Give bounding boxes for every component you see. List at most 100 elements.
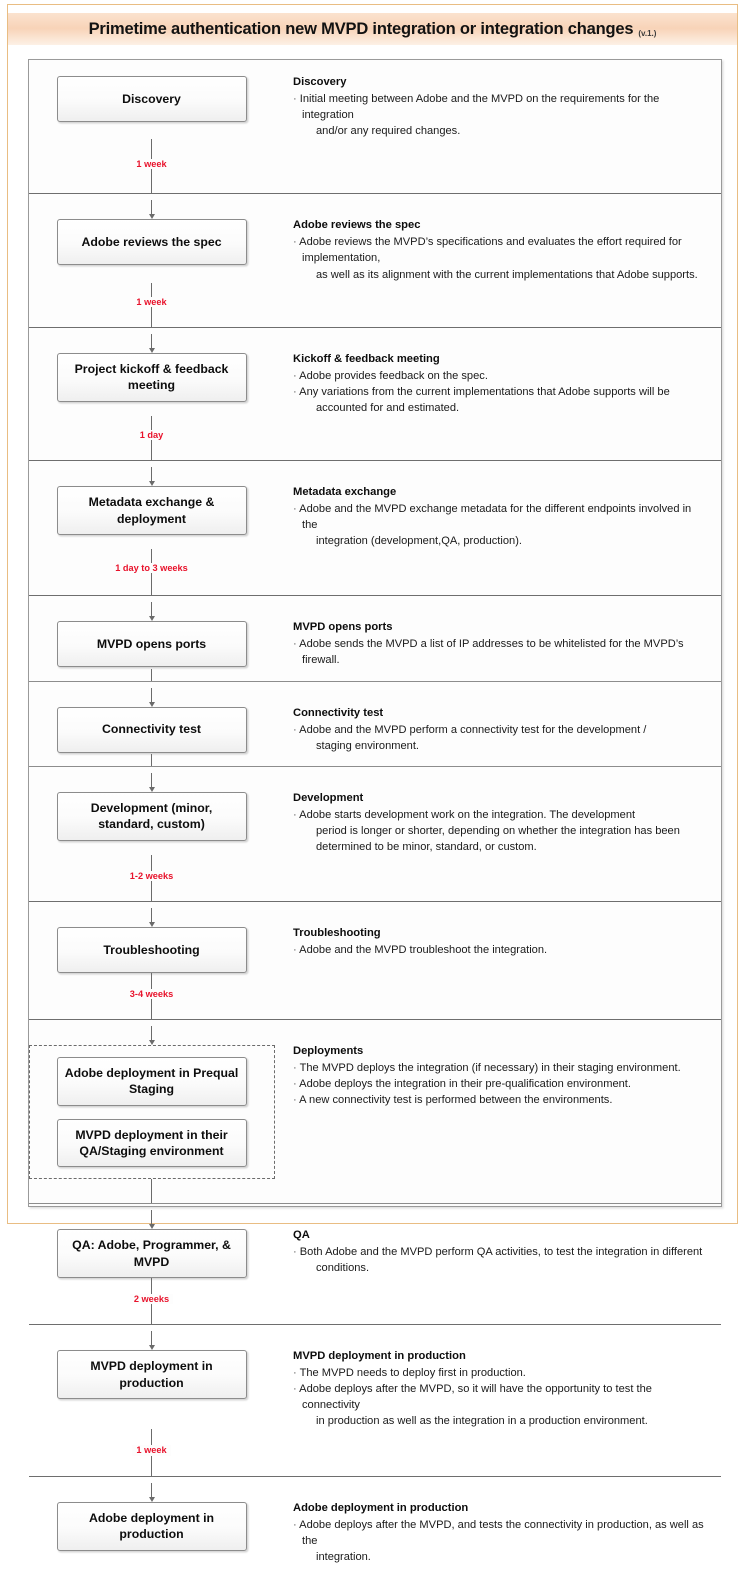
- stage-description: Connectivity test· Adobe and the MVPD pe…: [274, 707, 721, 754]
- stage-row: Project kickoff & feedback meeting Kickof…: [29, 352, 721, 416]
- arrowhead-icon: [148, 1040, 155, 1046]
- process-box[interactable]: MVPD deployment in production: [56, 1350, 247, 1400]
- stage-description-continuation: and/or any required changes.: [316, 125, 461, 138]
- stage-row: QA: Adobe, Programmer, & MVPD QA· Both Ad…: [29, 1229, 721, 1279]
- bullet-icon: ·: [293, 1383, 300, 1396]
- arrowhead-icon: [148, 922, 155, 928]
- bullet-icon: ·: [293, 1094, 300, 1107]
- process-box[interactable]: Adobe deployment in Prequal Staging: [56, 1057, 247, 1106]
- connector-line: [150, 169, 153, 178]
- process-box[interactable]: Adobe reviews the spec: [56, 219, 247, 266]
- stage-description: Adobe reviews the spec · Adobe reviews th…: [274, 219, 721, 282]
- incoming-arrow: [29, 461, 274, 487]
- diagram-page: Primetime authentication new MVPD integr…: [7, 4, 738, 1563]
- stage-description-title: Adobe reviews the spec: [293, 219, 421, 232]
- flow-section: MVPD opens ports MVPD opens ports · Adobe …: [29, 596, 721, 682]
- connector-line: [150, 753, 153, 766]
- flowchart-container: Discovery Discovery· Initial meeting betw…: [28, 59, 722, 1563]
- bullet-icon: ·: [293, 1062, 300, 1075]
- connector-line: [150, 306, 153, 313]
- flow-section: Metadata exchange & deployment Metadata e…: [29, 461, 721, 597]
- stage-description: Development· Adobe starts development wo…: [274, 792, 721, 855]
- connector-line: [150, 881, 153, 888]
- flow-connector: 1 week: [29, 282, 274, 313]
- stage-description-item: · Both Adobe and the MVPD perform QA act…: [293, 1244, 707, 1276]
- connector-line: [150, 333, 153, 348]
- connector-line: [150, 573, 153, 580]
- version-tag: (v.1.): [638, 28, 657, 38]
- connector-line: [150, 1331, 153, 1346]
- stage-description-title: Kickoff & feedback meeting: [293, 352, 440, 365]
- connector-line: [150, 1461, 153, 1476]
- connector-tail: [29, 446, 274, 461]
- process-box[interactable]: Discovery: [56, 76, 247, 122]
- title-bar: Primetime authentication new MVPD integr…: [8, 13, 737, 45]
- connector-line: [150, 1026, 153, 1041]
- connector-line: [150, 579, 153, 596]
- duration-label: 1 week: [132, 159, 171, 170]
- process-box[interactable]: Development (minor, standard, custom): [56, 791, 247, 841]
- arrowhead-icon: [148, 214, 155, 220]
- stage-description-item: · Any variations from the current implem…: [293, 384, 707, 416]
- bullet-icon: ·: [293, 385, 300, 398]
- flow-connector: 1 day to 3 weeks: [29, 549, 274, 580]
- page-title: Primetime authentication new MVPD integr…: [88, 19, 634, 38]
- connector-line: [150, 1005, 153, 1020]
- connector-tail: [29, 1461, 274, 1476]
- stage-description-item: · Adobe and the MVPD troubleshoot the in…: [293, 944, 548, 957]
- stage-description-item: · Adobe sends the MVPD a list of IP addr…: [293, 638, 684, 667]
- stage-description-item: · Adobe deploys after the MVPD, so it wi…: [293, 1381, 707, 1429]
- process-box[interactable]: Troubleshooting: [56, 927, 247, 974]
- connector-line: [150, 772, 153, 787]
- duration-label: 1 day to 3 weeks: [111, 563, 192, 574]
- process-box[interactable]: Metadata exchange & deployment: [56, 486, 247, 536]
- arrowhead-icon: [148, 701, 155, 707]
- stage-description-continuation: integration.: [316, 1550, 371, 1563]
- stage-description-continuation: as well as its alignment with the curren…: [316, 268, 698, 281]
- process-box[interactable]: MVPD deployment in their QA/Staging envi…: [56, 1118, 247, 1168]
- stage-row: Connectivity test Connectivity test· Adob…: [29, 706, 721, 754]
- stage-description-title: Metadata exchange: [293, 486, 397, 499]
- stage-box-column: Troubleshooting: [29, 927, 274, 974]
- stage-description-item: · Adobe reviews the MVPD’s specification…: [293, 234, 707, 282]
- flow-section: Project kickoff & feedback meeting Kickof…: [29, 328, 721, 462]
- process-box[interactable]: Adobe deployment in production: [56, 1501, 247, 1551]
- flow-section: Discovery Discovery· Initial meeting betw…: [29, 60, 721, 195]
- connector-line: [150, 1210, 153, 1225]
- stage-description: MVPD opens ports · Adobe sends the MVPD a…: [274, 621, 721, 668]
- stage-description: Discovery· Initial meeting between Adobe…: [274, 76, 721, 139]
- connector-tail: [29, 753, 274, 766]
- bullet-icon: ·: [293, 236, 300, 249]
- process-box[interactable]: MVPD opens ports: [56, 621, 247, 668]
- connector-tail: [29, 1310, 274, 1325]
- connector-line: [150, 1179, 153, 1204]
- incoming-arrow: [29, 328, 274, 353]
- stage-box-column: Connectivity test: [29, 706, 274, 753]
- process-box[interactable]: QA: Adobe, Programmer, & MVPD: [56, 1229, 247, 1279]
- bullet-icon: ·: [293, 1367, 300, 1380]
- stage-description-title: MVPD opens ports: [293, 621, 393, 634]
- stage-row: Discovery Discovery· Initial meeting betw…: [29, 76, 721, 139]
- stage-box-column: QA: Adobe, Programmer, & MVPD: [29, 1229, 274, 1279]
- stage-description: QA· Both Adobe and the MVPD perform QA a…: [274, 1229, 721, 1276]
- connector-line: [150, 973, 153, 990]
- connector-line: [150, 139, 153, 160]
- stage-description-item: · The MVPD needs to deploy first in prod…: [293, 1367, 526, 1380]
- incoming-arrow: [29, 902, 274, 928]
- process-box[interactable]: Connectivity test: [56, 706, 247, 753]
- connector-line: [150, 668, 153, 681]
- stage-description: Deployments· The MVPD deploys the integr…: [274, 1045, 721, 1108]
- arrowhead-icon: [148, 1345, 155, 1351]
- connector-line: [150, 1310, 153, 1325]
- duration-label: 1 week: [132, 1445, 171, 1456]
- duration-label: 1 day: [135, 429, 168, 441]
- process-box[interactable]: Project kickoff & feedback meeting: [56, 352, 247, 402]
- bullet-icon: ·: [293, 503, 300, 516]
- incoming-arrow: [29, 1204, 274, 1230]
- connector-line: [150, 999, 153, 1006]
- stage-description-item: · A new connectivity test is performed b…: [293, 1094, 613, 1107]
